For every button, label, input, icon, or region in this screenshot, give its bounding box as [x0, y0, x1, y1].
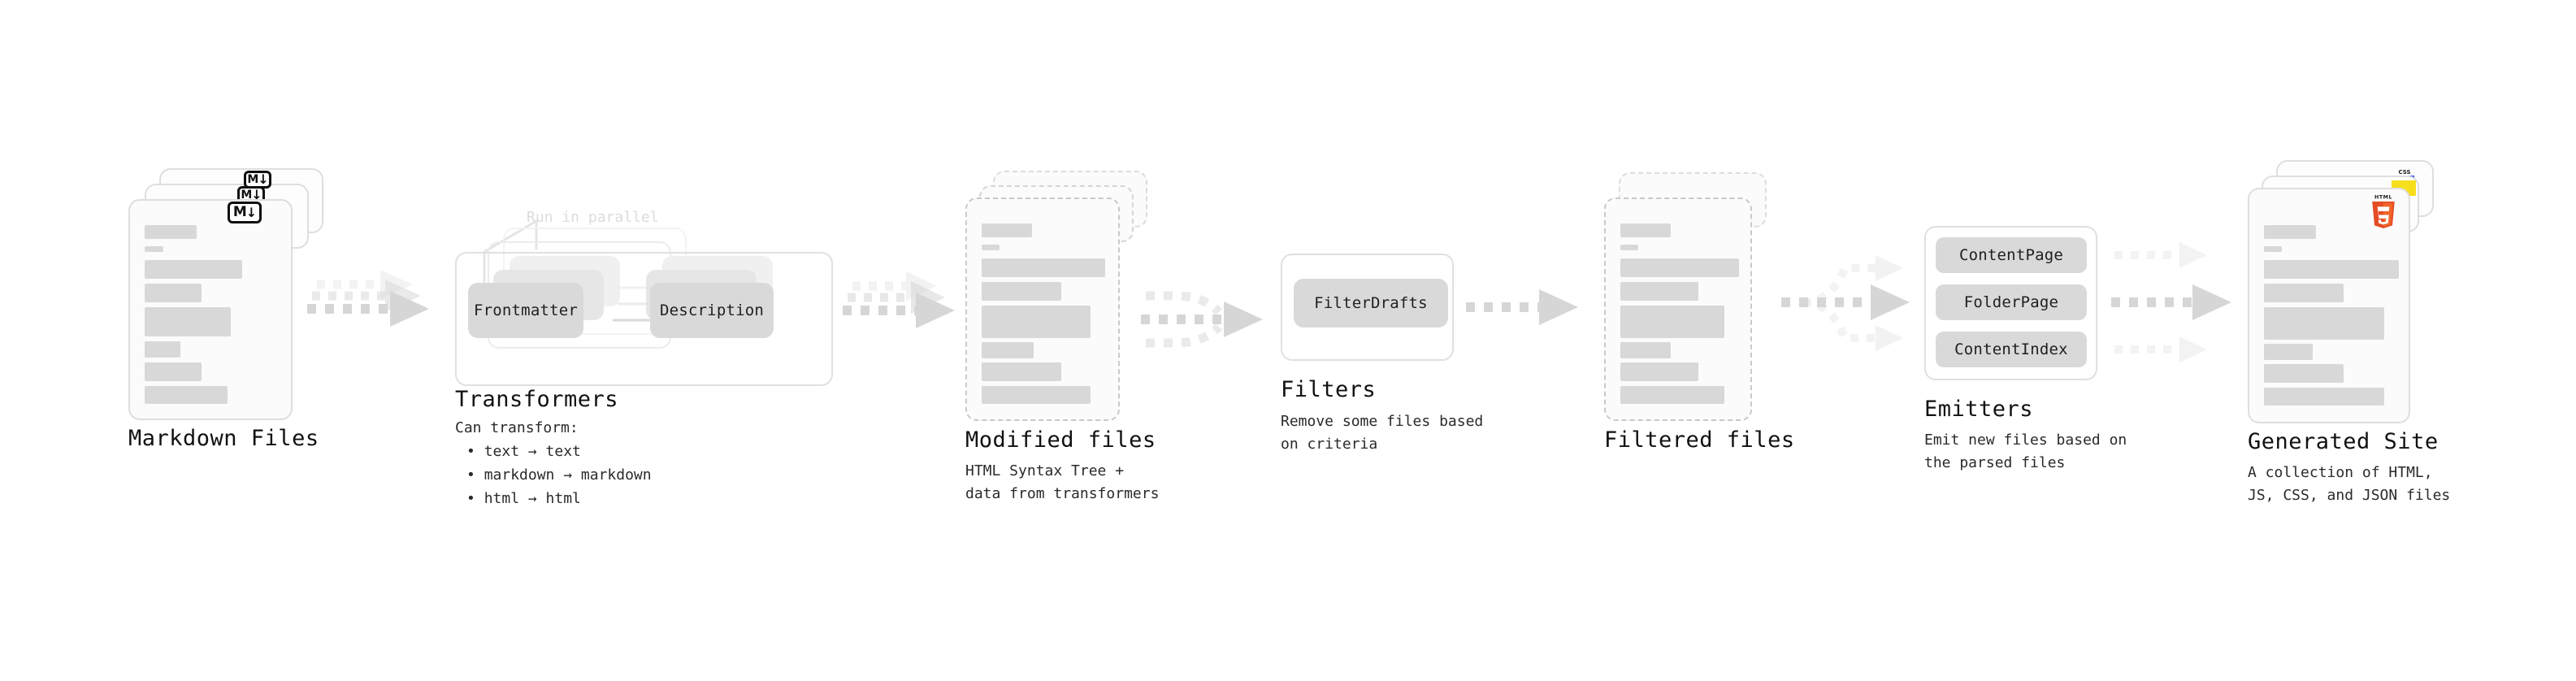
emitter-pill-contentindex[interactable]: ContentIndex	[1936, 332, 2087, 367]
placeholder-line	[1620, 245, 1638, 250]
placeholder-line	[1620, 258, 1739, 277]
capability-list-item: • html → html	[466, 490, 581, 508]
markdown-icon-letter: M	[232, 204, 247, 220]
stage-title-generated-site: Generated Site	[2248, 429, 2439, 454]
markdown-icon-arrow: ↓	[245, 204, 257, 220]
placeholder-line	[1620, 282, 1698, 301]
markdown-icon-arrow: ↓	[258, 171, 268, 187]
markdown-icon: M↓	[228, 202, 262, 223]
svg-text:CSS: CSS	[2398, 169, 2410, 176]
capability-list-item: • text → text	[466, 443, 581, 461]
arrow-filtered-to-emitters	[1781, 255, 1910, 351]
transformers-box	[455, 252, 833, 386]
placeholder-line	[2264, 344, 2313, 360]
stage-title-filtered-files: Filtered files	[1604, 427, 1795, 453]
placeholder-line	[2264, 284, 2344, 302]
placeholder-line	[2264, 246, 2282, 252]
stage-title-markdown-files: Markdown Files	[128, 426, 319, 451]
stage-title-filters: Filters	[1281, 377, 1377, 402]
placeholder-line	[2264, 388, 2384, 406]
placeholder-line	[1620, 342, 1671, 358]
placeholder-line	[982, 306, 1091, 338]
transformers-capability-list: Can transform: • text → text • markdown …	[455, 416, 652, 511]
placeholder-line	[982, 386, 1091, 404]
run-in-parallel-label: Run in parallel	[527, 209, 659, 226]
arrow-markdown-to-transformers	[307, 270, 429, 327]
placeholder-line	[982, 342, 1034, 358]
arrow-transformers-to-modified	[843, 271, 955, 328]
transformer-pill-description[interactable]: Description	[650, 283, 774, 338]
svg-text:HTML: HTML	[2374, 193, 2392, 200]
markdown-file-card-front	[128, 199, 293, 420]
arrow-filters-to-filtered	[1466, 289, 1578, 325]
transformer-pill-frontmatter[interactable]: Frontmatter	[468, 283, 583, 338]
placeholder-line	[1620, 386, 1724, 404]
placeholder-line	[1620, 223, 1671, 237]
placeholder-line	[1620, 362, 1698, 381]
placeholder-line	[2264, 364, 2344, 383]
placeholder-line	[982, 362, 1061, 381]
capability-text: html → html	[484, 490, 581, 508]
arrow-emitters-to-generated-site	[2111, 242, 2231, 362]
placeholder-line	[1620, 306, 1724, 338]
placeholder-line	[2264, 307, 2384, 340]
placeholder-line	[145, 284, 202, 302]
arrow-modified-to-filters	[1141, 291, 1263, 348]
capability-text: markdown → markdown	[484, 466, 652, 484]
placeholder-line	[2264, 260, 2399, 279]
stage-title-modified-files: Modified files	[965, 427, 1156, 453]
placeholder-line	[145, 386, 228, 404]
markdown-icon-arrow: ↓	[251, 187, 262, 202]
stage-subtitle-emitters: Emit new files based on the parsed files	[1924, 432, 2127, 471]
stage-title-transformers: Transformers	[455, 387, 619, 412]
placeholder-line	[145, 246, 163, 252]
html5-icon: HTML	[2372, 193, 2395, 228]
filter-pill-filterdrafts[interactable]: FilterDrafts	[1294, 279, 1448, 327]
modified-file-card-front	[965, 197, 1120, 421]
placeholder-line	[145, 225, 197, 239]
placeholder-line	[982, 223, 1032, 237]
stage-subtitle-modified-files: HTML Syntax Tree + data from transformer…	[965, 462, 1160, 502]
placeholder-line	[982, 282, 1061, 301]
placeholder-line	[145, 341, 180, 358]
emitter-pill-folderpage[interactable]: FolderPage	[1936, 284, 2087, 320]
markdown-icon-letter: M	[241, 189, 252, 202]
markdown-icon-letter: M	[247, 173, 258, 186]
emitter-pill-contentpage[interactable]: ContentPage	[1936, 237, 2087, 273]
stage-subtitle-filters: Remove some files based on criteria	[1281, 413, 1484, 453]
capability-list-header: Can transform:	[455, 419, 579, 436]
stage-subtitle-generated-site: A collection of HTML, JS, CSS, and JSON …	[2248, 464, 2451, 504]
placeholder-line	[145, 307, 231, 336]
placeholder-line	[145, 260, 242, 279]
capability-list-item: • markdown → markdown	[466, 466, 652, 484]
generated-file-card-front	[2248, 188, 2410, 423]
stage-title-emitters: Emitters	[1924, 397, 2034, 422]
placeholder-line	[2264, 225, 2316, 239]
capability-text: text → text	[484, 443, 581, 461]
filtered-file-card-front	[1604, 197, 1752, 421]
placeholder-line	[982, 245, 1000, 250]
placeholder-line	[145, 362, 202, 381]
placeholder-line	[982, 258, 1105, 277]
